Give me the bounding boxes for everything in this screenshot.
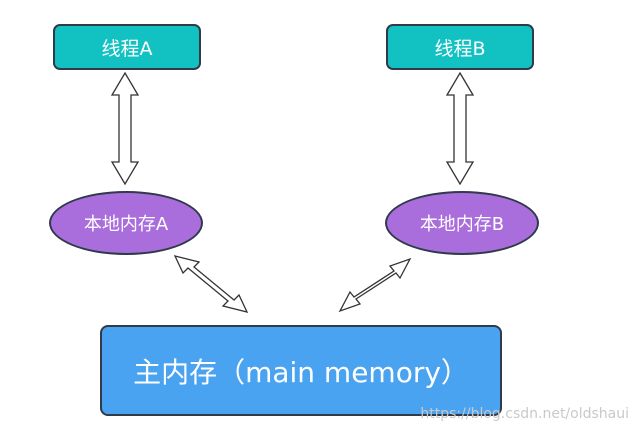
thread-b-box: 线程B [386,24,534,70]
thread-a-box: 线程A [53,24,201,70]
local-memory-b-label: 本地内存B [419,214,505,235]
thread-a-label: 线程A [101,37,153,60]
arrow-local-b-main [338,257,412,313]
arrow-thread-b-local-b [445,71,475,186]
thread-b-label: 线程B [434,37,486,60]
local-memory-a-label: 本地内存A [83,214,169,235]
watermark-text: https://blog.csdn.net/oldshaui [420,406,629,422]
main-memory-box: 主内存（main memory） [100,325,502,416]
local-memory-b-ellipse: 本地内存B [385,191,539,255]
arrow-thread-a-local-a [110,71,140,186]
arrow-local-a-main [173,255,249,313]
local-memory-a-ellipse: 本地内存A [49,191,203,255]
main-memory-label: 主内存（main memory） [133,355,469,389]
